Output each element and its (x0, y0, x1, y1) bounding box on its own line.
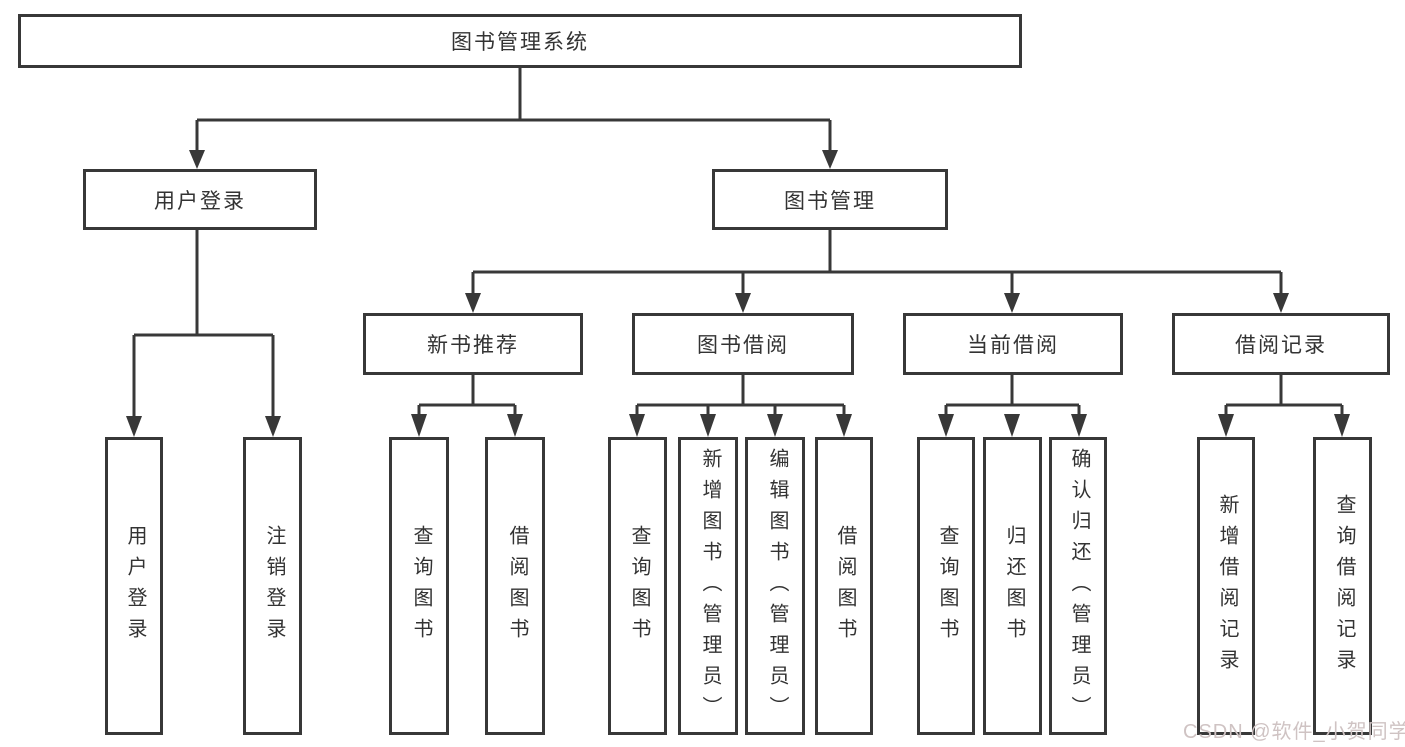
leaf-nb-query-books: 查询图书 (389, 437, 449, 735)
node-new-book-recommend: 新书推荐 (363, 313, 583, 375)
node-root: 图书管理系统 (18, 14, 1022, 68)
node-book-borrowing: 图书借阅 (632, 313, 854, 375)
leaf-br-add-record: 新增借阅记录 (1197, 437, 1255, 735)
node-current-borrowing: 当前借阅 (903, 313, 1123, 375)
leaf-user-login: 用户登录 (105, 437, 163, 735)
leaf-cb-query-books: 查询图书 (917, 437, 975, 735)
watermark: CSDN @软件_小贺同学 (1183, 721, 1405, 743)
leaf-bb-query-books: 查询图书 (608, 437, 667, 735)
node-book-management: 图书管理 (712, 169, 948, 230)
leaf-bb-edit-books-admin: 编辑图书（管理员） (745, 437, 805, 735)
leaf-bb-add-books-admin: 新增图书（管理员） (678, 437, 738, 735)
leaf-logout: 注销登录 (243, 437, 302, 735)
leaf-bb-borrow-books: 借阅图书 (815, 437, 873, 735)
leaf-br-query-record: 查询借阅记录 (1313, 437, 1372, 735)
leaf-cb-confirm-return-admin: 确认归还（管理员） (1049, 437, 1107, 735)
leaf-cb-return-books: 归还图书 (983, 437, 1042, 735)
node-user-login: 用户登录 (83, 169, 317, 230)
node-borrowing-records: 借阅记录 (1172, 313, 1390, 375)
leaf-nb-borrow-books: 借阅图书 (485, 437, 545, 735)
